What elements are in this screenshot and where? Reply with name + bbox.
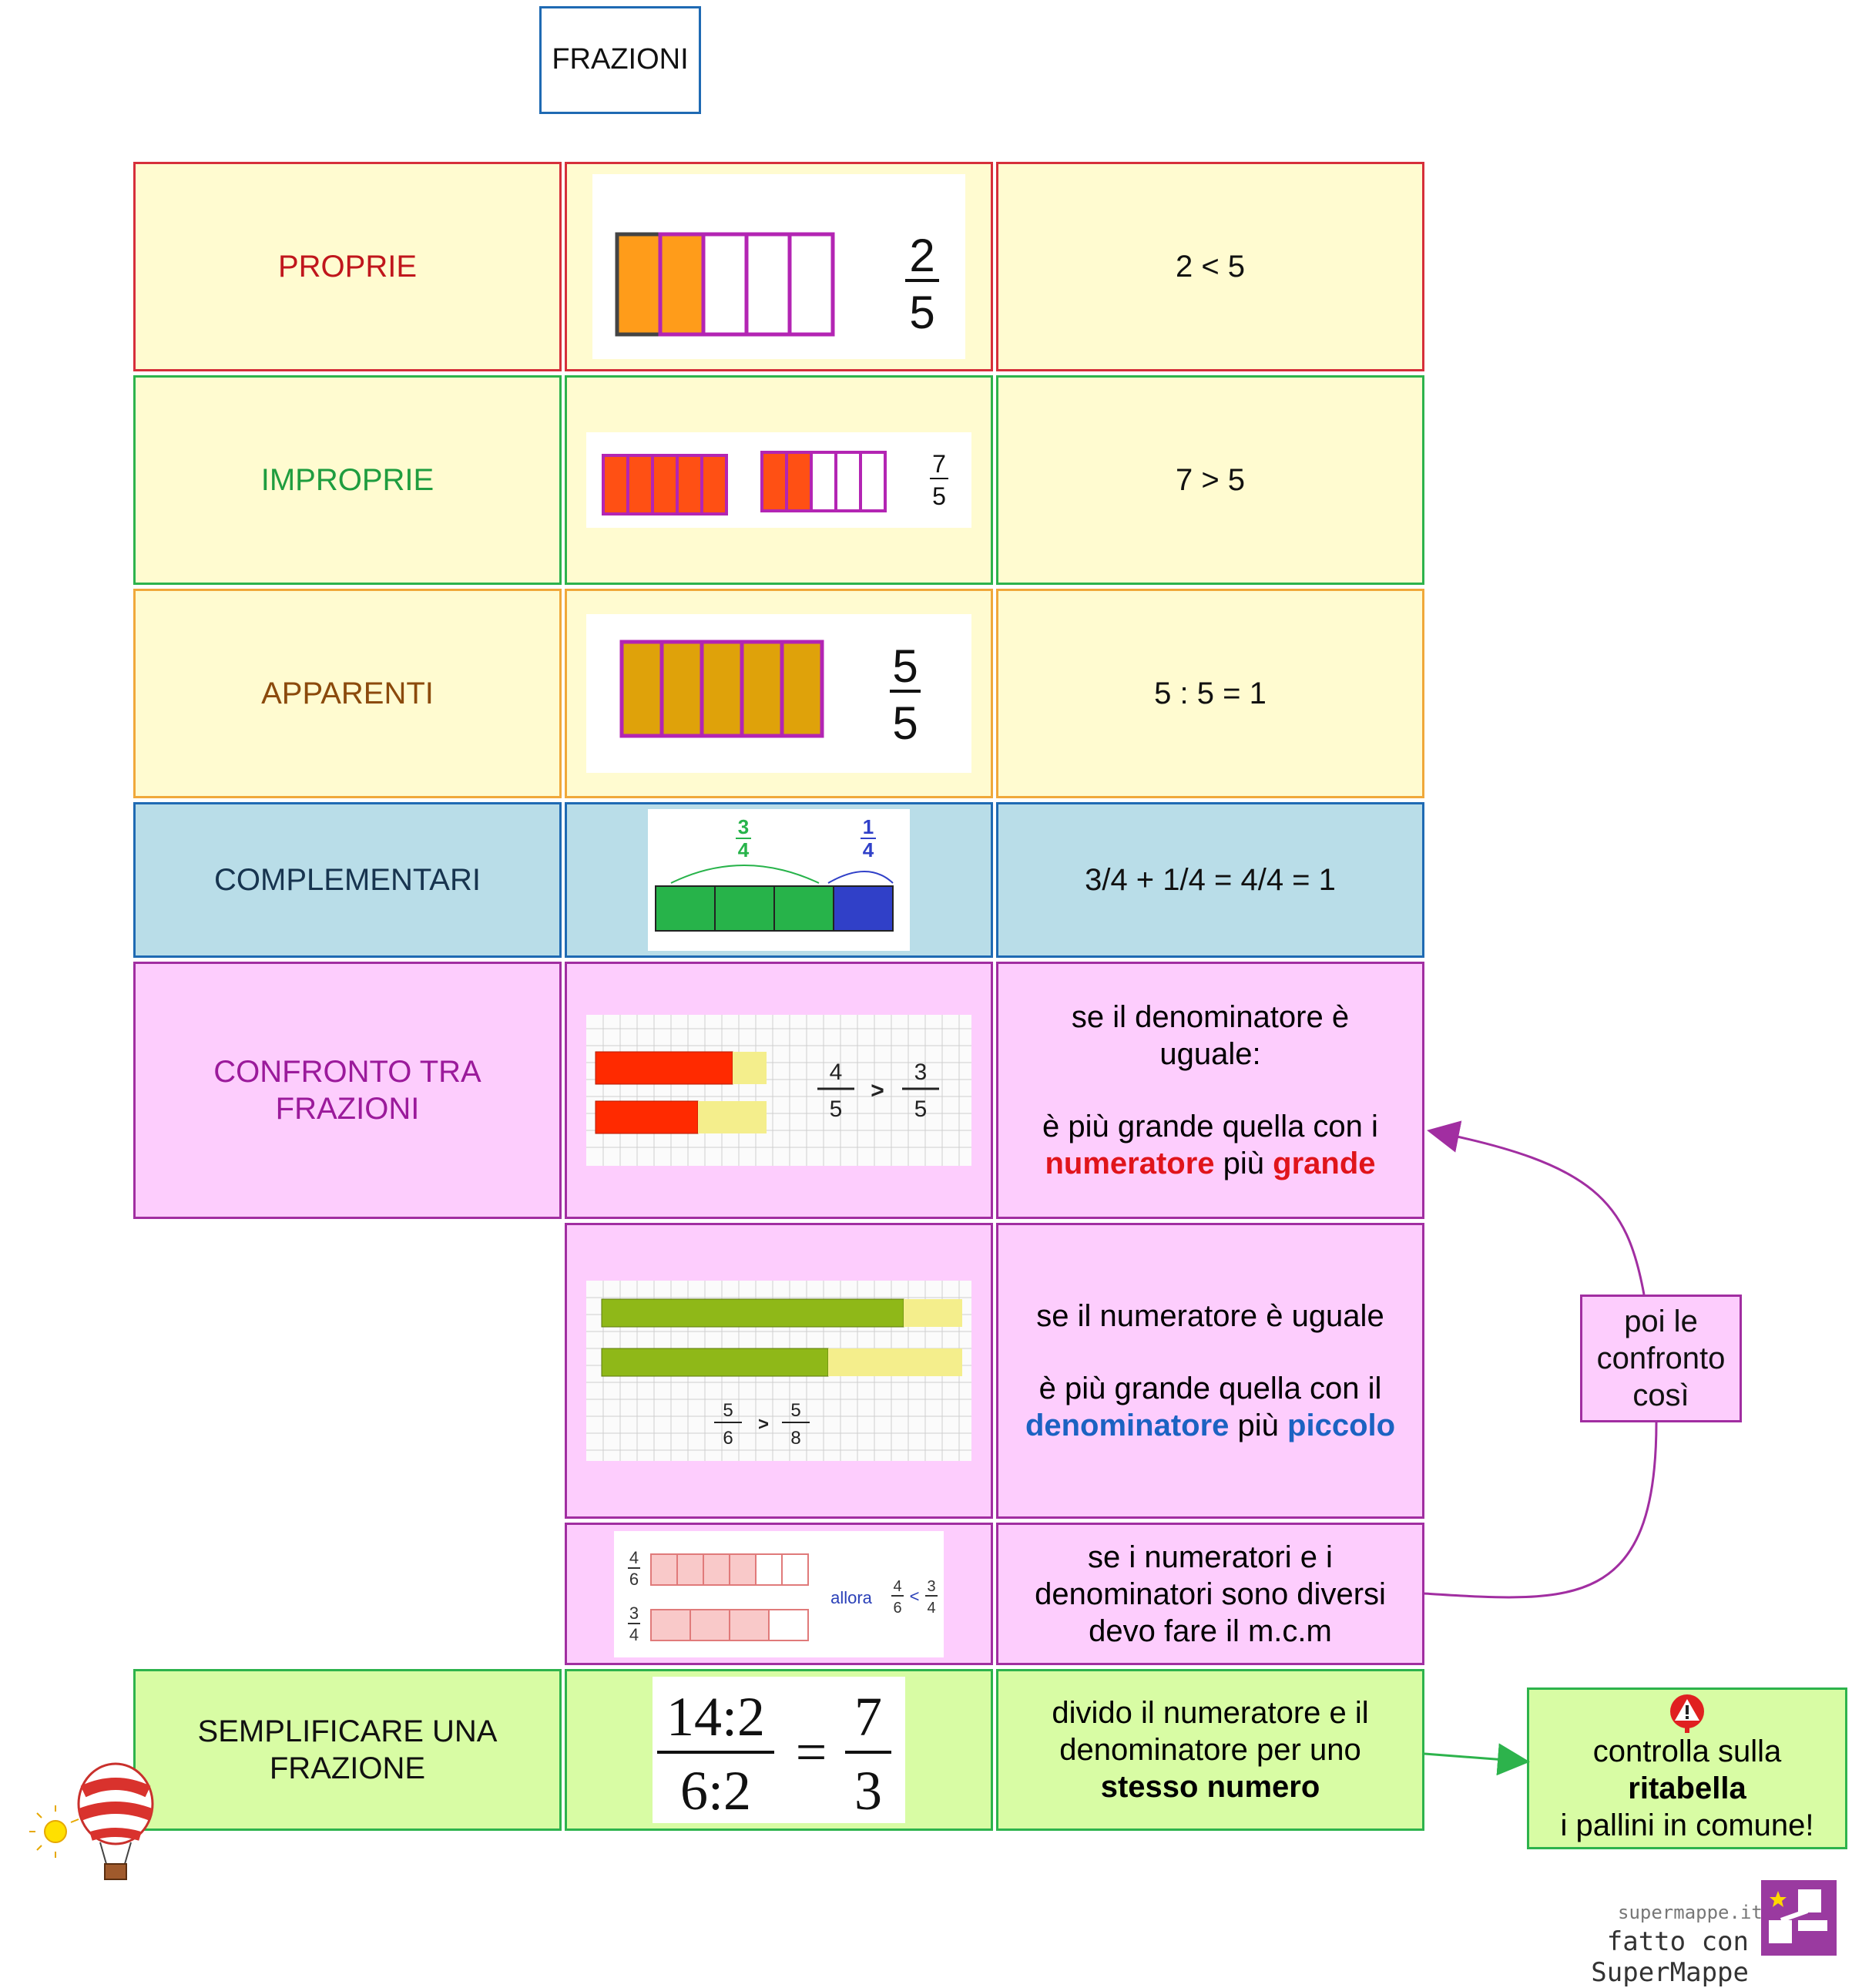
svg-text:3: 3 xyxy=(914,1059,928,1085)
part-5 xyxy=(787,232,835,337)
label-semplificare: SEMPLIFICARE UNA FRAZIONE xyxy=(133,1669,562,1831)
svg-text:3: 3 xyxy=(927,1578,935,1595)
image-cell-semplificare: 14:2 6:2 = 7 3 xyxy=(565,1669,993,1831)
improprie-fraction-image: 7 5 xyxy=(586,432,971,528)
rule-cell-confronto-3: se i numeratori e i denominatori sono di… xyxy=(996,1523,1424,1665)
arrow-to-check xyxy=(1424,1743,1530,1776)
supermappe-logo-icon[interactable] xyxy=(1761,1880,1837,1956)
label-improprie: IMPROPRIE xyxy=(133,375,562,585)
svg-text:6:2: 6:2 xyxy=(680,1760,751,1822)
semplificare-image: 14:2 6:2 = 7 3 xyxy=(653,1677,905,1823)
fraction-denominator: 5 xyxy=(932,482,946,510)
label-complementari: COMPLEMENTARI xyxy=(133,802,562,958)
balloon-icon xyxy=(29,1762,154,1880)
image-cell-improprie: 7 5 xyxy=(565,375,993,585)
svg-text:14:2: 14:2 xyxy=(666,1686,765,1748)
footer-credit: fatto con SuperMappe xyxy=(1591,1926,1749,1988)
apparenti-fraction-image: 5 5 xyxy=(586,614,971,773)
svg-text:6: 6 xyxy=(629,1570,639,1589)
image-cell-proprie: 2 5 xyxy=(565,162,993,371)
arrow-to-confronto xyxy=(1427,1120,1646,1295)
line-from-case3 xyxy=(1424,1422,1658,1599)
side-note-compare: poi le confronto così xyxy=(1580,1295,1742,1422)
proprie-fraction-image: 2 5 xyxy=(592,174,965,359)
rule-text-same-denominator: se il denominatore è uguale: è più grand… xyxy=(1042,1000,1378,1180)
rule-cell-confronto-2: se il numeratore è uguale è più grande q… xyxy=(996,1223,1424,1519)
confronto-image-2: 5 6 > 5 8 xyxy=(586,1281,971,1461)
rule-text-same-numerator: se il numeratore è uguale è più grande q… xyxy=(1025,1299,1396,1442)
fraction-numerator: 7 xyxy=(932,450,946,478)
svg-text:6: 6 xyxy=(893,1600,901,1617)
fraction-denominator: 5 xyxy=(909,287,934,338)
image-cell-complementari: 3 4 1 4 xyxy=(565,802,993,958)
confronto-image-3: 4 6 3 4 allora 4 6 < 3 4 xyxy=(614,1530,944,1657)
complementari-image: 3 4 1 4 xyxy=(648,809,910,951)
svg-text:4: 4 xyxy=(830,1059,843,1085)
fraction-denominator: 5 xyxy=(892,697,918,749)
svg-text:4: 4 xyxy=(927,1600,935,1617)
svg-text:=: = xyxy=(796,1721,827,1783)
svg-text:allora: allora xyxy=(830,1588,873,1607)
part-3 xyxy=(701,232,749,337)
fraction-numerator: 5 xyxy=(892,640,918,692)
svg-text:3: 3 xyxy=(629,1603,639,1623)
svg-text:4: 4 xyxy=(863,838,874,861)
image-cell-confronto-1: 4 5 > 3 5 xyxy=(565,962,993,1219)
part-1 xyxy=(615,232,663,337)
part-2 xyxy=(658,232,706,337)
rule-cell-apparenti: 5 : 5 = 1 xyxy=(996,589,1424,798)
image-cell-confronto-3: 4 6 3 4 allora 4 6 < 3 4 xyxy=(565,1523,993,1665)
footer-site[interactable]: supermappe.it xyxy=(1618,1902,1763,1923)
rule-cell-semplificare: divido il numeratore e il denominatore p… xyxy=(996,1669,1424,1831)
svg-text:4: 4 xyxy=(629,1625,639,1644)
warning-icon xyxy=(1670,1694,1704,1733)
svg-text:5: 5 xyxy=(723,1400,733,1421)
svg-text:5: 5 xyxy=(914,1096,928,1122)
svg-text:1: 1 xyxy=(863,815,874,838)
rule-cell-proprie: 2 < 5 xyxy=(996,162,1424,371)
svg-text:3: 3 xyxy=(738,815,749,838)
title-box: FRAZIONI xyxy=(539,6,701,114)
svg-text:4: 4 xyxy=(629,1548,639,1567)
side-note-check: controlla sulla ritabella i pallini in c… xyxy=(1527,1687,1847,1849)
svg-text:8: 8 xyxy=(790,1428,800,1449)
fraction-numerator: 2 xyxy=(909,230,934,281)
confronto-image-1: 4 5 > 3 5 xyxy=(586,1015,971,1166)
rule-text-simplify: divido il numeratore e il denominatore p… xyxy=(1052,1696,1369,1804)
part-4 xyxy=(744,232,792,337)
svg-text:<: < xyxy=(910,1587,920,1606)
svg-text:5: 5 xyxy=(830,1096,843,1122)
title: FRAZIONI xyxy=(552,43,689,76)
svg-text:5: 5 xyxy=(790,1400,800,1421)
label-proprie: PROPRIE xyxy=(133,162,562,371)
svg-text:>: > xyxy=(871,1078,884,1103)
svg-text:6: 6 xyxy=(723,1428,733,1449)
rule-cell-confronto-1: se il denominatore è uguale: è più grand… xyxy=(996,962,1424,1219)
svg-text:3: 3 xyxy=(854,1760,882,1822)
rule-cell-complementari: 3/4 + 1/4 = 4/4 = 1 xyxy=(996,802,1424,958)
rule-cell-improprie: 7 > 5 xyxy=(996,375,1424,585)
label-apparenti: APPARENTI xyxy=(133,589,562,798)
svg-text:>: > xyxy=(758,1414,769,1435)
label-confronto: CONFRONTO TRA FRAZIONI xyxy=(133,962,562,1219)
svg-text:4: 4 xyxy=(893,1578,901,1595)
svg-text:7: 7 xyxy=(854,1686,882,1748)
image-cell-apparenti: 5 5 xyxy=(565,589,993,798)
image-cell-confronto-2: 5 6 > 5 8 xyxy=(565,1223,993,1519)
svg-text:4: 4 xyxy=(738,838,750,861)
